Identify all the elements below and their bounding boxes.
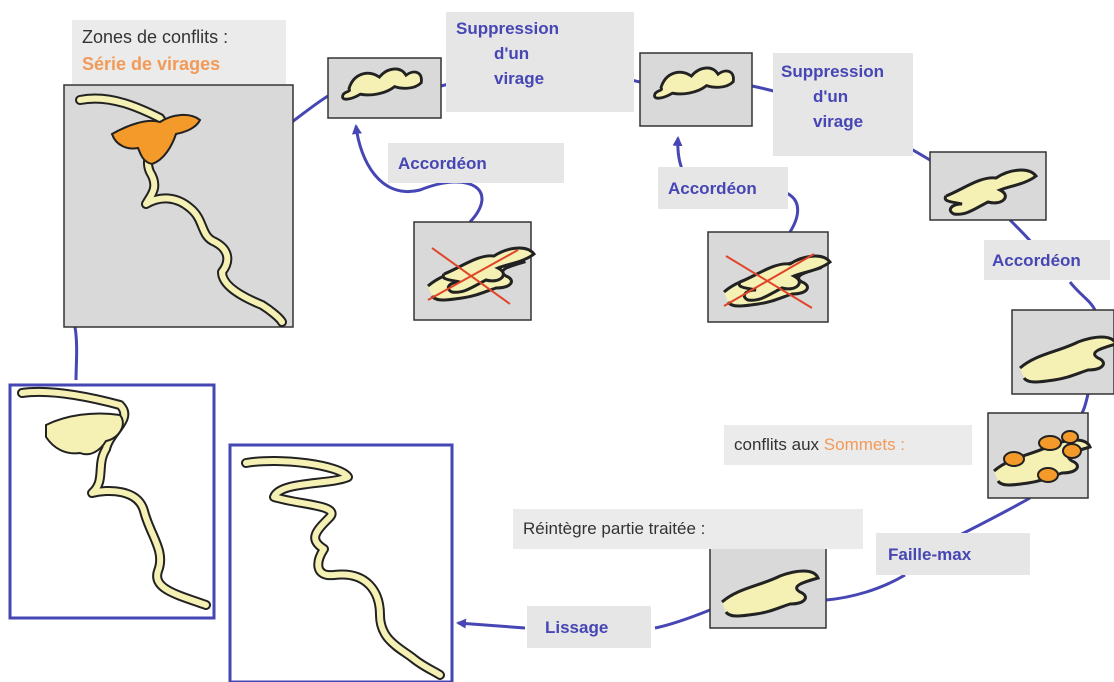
- rejected-panel-2: [707, 231, 832, 323]
- intro-subtitle: Série de virages: [82, 54, 221, 74]
- arrow-to-final: [456, 618, 526, 630]
- connector-faillemax-to-result: [825, 573, 906, 602]
- conflict-zone: [110, 114, 202, 166]
- suppression-label-2: Suppression d'un virage: [773, 53, 913, 156]
- accordeon-label-1: Accordéon: [388, 143, 564, 183]
- step-panel-4: [1011, 309, 1114, 395]
- step-panel-2: [639, 52, 753, 127]
- connector-accordeon-to-step4: [1068, 281, 1097, 311]
- suppression-label-1: Suppression d'un virage: [446, 12, 634, 112]
- accordeon-loop-1: [351, 124, 484, 224]
- connector-step4-to-sommets: [1080, 393, 1090, 414]
- rejected-panel-1: [413, 221, 536, 321]
- step-panel-3: [929, 151, 1047, 221]
- accordeon-label-3: Accordéon: [984, 240, 1110, 280]
- faille-max-label: Faille-max: [876, 533, 1030, 575]
- step-panel-sommets: [987, 412, 1092, 499]
- intro-title: Zones de conflits :: [82, 27, 229, 47]
- result-panel: [709, 547, 827, 629]
- step-panel-1: [327, 57, 442, 119]
- connector-start-to-left: [73, 326, 79, 381]
- initial-road: [75, 93, 287, 327]
- accordeon-label-2: Accordéon: [658, 167, 788, 209]
- sommets-label: conflits aux Sommets :: [724, 425, 972, 465]
- original-road-panel: [8, 383, 216, 620]
- connector-start-to-step1: [291, 94, 329, 124]
- lissage-label: Lissage: [527, 606, 651, 648]
- sommet-conflicts: [1003, 430, 1082, 483]
- intro-label: Zones de conflits : Série de virages: [72, 20, 286, 84]
- connector-result-to-lissage: [654, 608, 711, 630]
- reintegre-label: Réintègre partie traitée :: [513, 509, 863, 549]
- final-road-panel: [228, 443, 454, 682]
